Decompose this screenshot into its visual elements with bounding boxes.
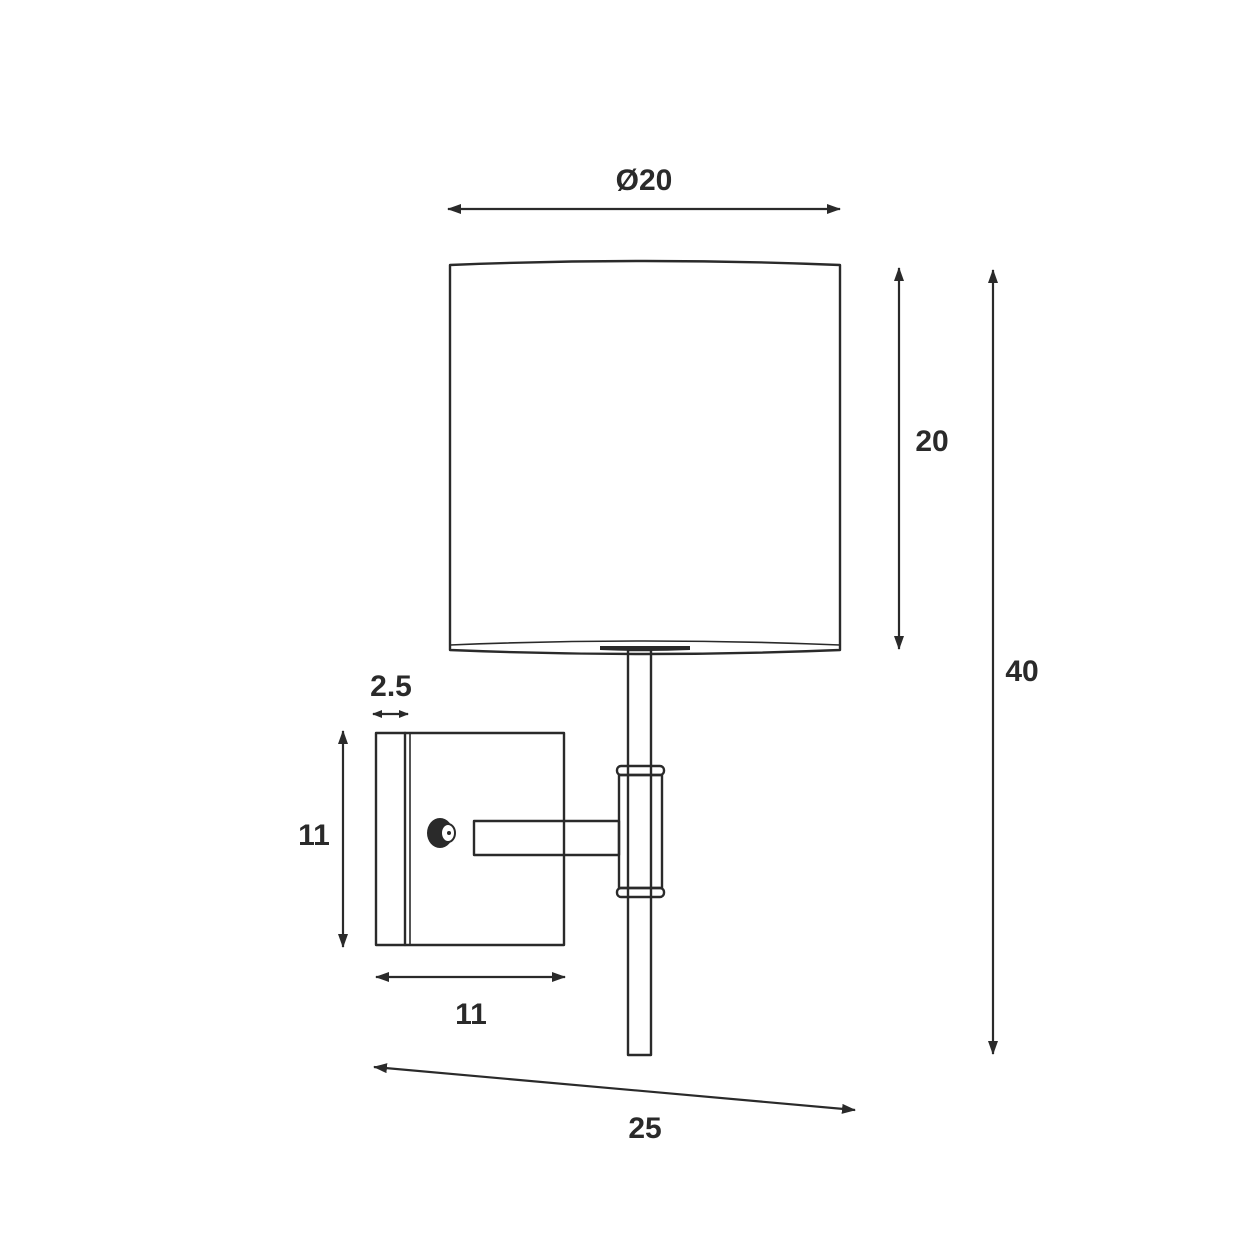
dim-label-shade-diameter: Ø20 <box>616 164 673 197</box>
dim-total-height: 40 <box>988 269 1039 1055</box>
dim-label-total-projection: 25 <box>628 1112 661 1145</box>
lamp-arm <box>472 819 621 857</box>
dim-backplate-width: 11 <box>375 972 566 1031</box>
lamp-stem <box>615 648 666 1057</box>
dim-label-backplate-width: 11 <box>455 998 487 1031</box>
dim-shade-height: 20 <box>894 267 949 650</box>
dim-total-projection: 25 <box>373 1063 856 1145</box>
switch-knob-icon <box>427 818 456 848</box>
lamp-backplate <box>374 731 566 947</box>
dim-label-backplate-depth: 2.5 <box>370 670 412 703</box>
dim-shade-diameter: Ø20 <box>447 164 841 214</box>
dim-backplate-depth: 2.5 <box>370 670 412 718</box>
dim-backplate-height: 11 <box>298 730 348 948</box>
dim-label-shade-height: 20 <box>915 425 948 458</box>
dim-label-total-height: 40 <box>1005 655 1038 688</box>
lamp-shade <box>448 259 842 656</box>
dim-label-backplate-height: 11 <box>298 819 330 852</box>
